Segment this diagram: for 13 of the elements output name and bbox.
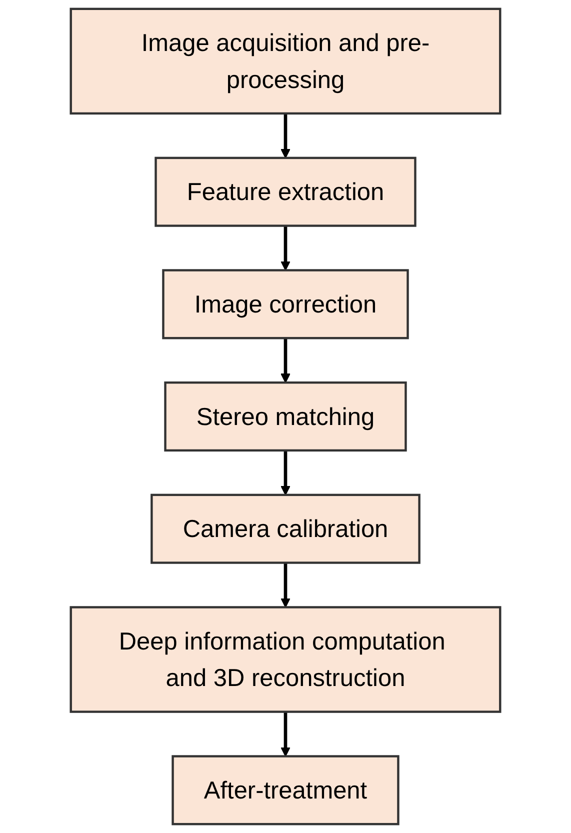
node-box: Stereo matching [164, 381, 407, 452]
node-box: Image acquisition and pre-processing [70, 8, 502, 115]
arrow [280, 226, 290, 271]
node-box: Camera calibration [150, 494, 420, 564]
node-box: After-treatment [172, 755, 400, 826]
node-box: Feature extraction [154, 156, 416, 227]
arrow [280, 712, 290, 757]
arrow [280, 562, 290, 608]
arrow [280, 113, 290, 158]
node-box: Deep information computation and 3D reconstruction [70, 606, 502, 713]
arrow [280, 338, 290, 384]
node-box: Image correction [162, 269, 409, 340]
arrow [280, 450, 290, 496]
